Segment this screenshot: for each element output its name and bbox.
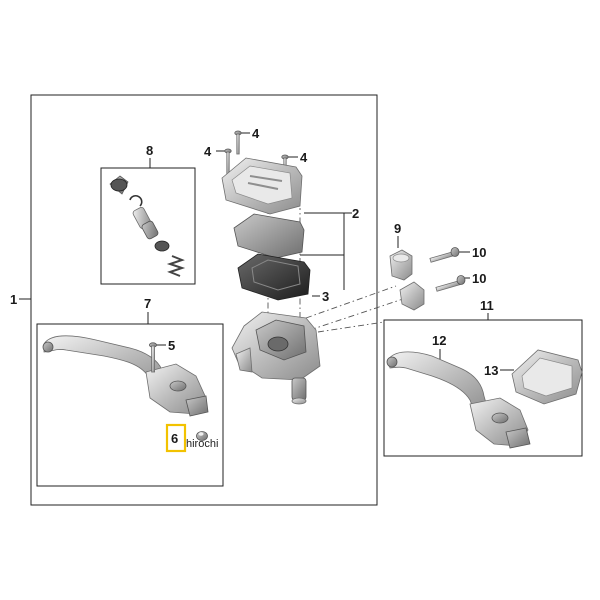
callout-12: 12	[432, 333, 446, 348]
reservoir-cover	[221, 157, 303, 215]
screw-4b	[224, 148, 232, 175]
callout-8: 8	[146, 143, 153, 158]
rubber-diaphragm	[237, 253, 311, 301]
alt-reservoir-cover	[511, 349, 583, 405]
bolt-10a	[429, 247, 460, 263]
adjuster-part	[196, 431, 208, 441]
cover-plate	[233, 213, 305, 259]
callout-4c: 4	[300, 150, 308, 165]
watermark-text: hirochi	[186, 438, 218, 450]
screw-4a	[234, 130, 242, 155]
mirror-clamp	[389, 249, 425, 311]
alt-lever-kit-frame	[383, 319, 583, 457]
bolt-10b	[435, 275, 466, 292]
callout-9: 9	[394, 221, 401, 236]
callout-7: 7	[144, 296, 151, 311]
lever-kit-frame	[36, 323, 224, 487]
master-cylinder-body	[231, 311, 321, 405]
callout-6: 6	[171, 431, 178, 446]
pivot-pin	[148, 342, 157, 373]
brake-lever	[42, 335, 209, 417]
callout-10a: 10	[472, 245, 486, 260]
callout-6-highlight	[165, 423, 187, 453]
callout-1: 1	[10, 292, 17, 307]
alt-brake-lever	[386, 351, 531, 449]
callout-4b: 4	[204, 144, 212, 159]
leader-lines	[19, 132, 514, 371]
piston-kit-frame	[100, 167, 196, 285]
callout-10b: 10	[472, 271, 486, 286]
callout-4a: 4	[252, 126, 260, 141]
main-assembly-frame	[30, 94, 378, 506]
piston-kit	[109, 175, 186, 277]
callout-5: 5	[168, 338, 175, 353]
callout-11: 11	[480, 298, 494, 313]
callout-2: 2	[352, 206, 359, 221]
callout-3: 3	[322, 289, 329, 304]
callout-13: 13	[484, 363, 498, 378]
